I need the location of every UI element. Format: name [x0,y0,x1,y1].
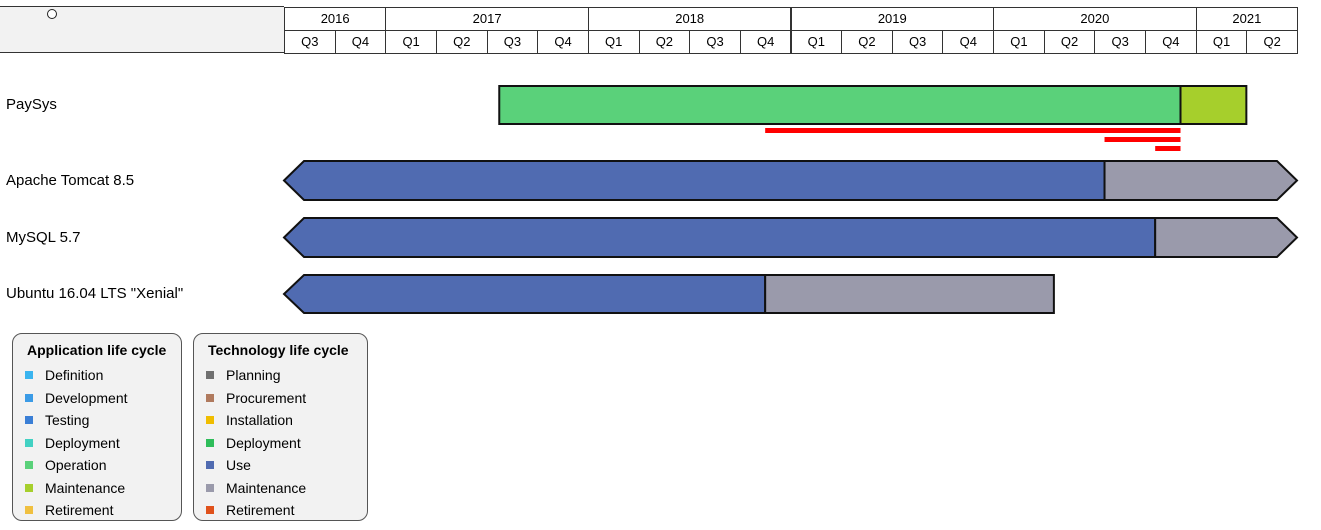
quarter-header: Q2 [841,30,893,54]
legend-label: Operation [45,457,107,474]
legend-item: Retirement [204,499,357,522]
legend-label: Planning [226,367,281,384]
legend-item: Installation [204,409,357,432]
row-label-mysql[interactable]: MySQL 5.7 [6,229,81,246]
legend-swatch [25,371,33,380]
legend-label: Maintenance [226,479,307,496]
quarter-header: Q1 [1195,30,1248,54]
legend-swatch [206,416,214,425]
quarter-header: Q3 [284,30,336,54]
legend-swatch [25,393,33,402]
legend-item: Maintenance [204,477,357,500]
lifecycle-segment-maintenance[interactable] [1154,217,1299,258]
dependency-line [1155,146,1181,151]
legend-item: Testing [23,409,171,432]
legend-label: Retirement [226,502,295,519]
year-header: 2019 [790,7,995,31]
lifecycle-bars [282,85,1299,314]
legend-title: Technology life cycle [208,342,349,358]
lifecycle-segment-use[interactable] [282,274,767,314]
legend-label: Use [226,457,251,474]
legend-item: Use [204,454,357,477]
legend-swatch [206,371,214,380]
quarter-header: Q4 [537,30,589,54]
quarter-header: Q3 [689,30,741,54]
legend-swatch [25,506,33,515]
year-header: 2016 [284,7,387,31]
legend-swatch [25,483,33,492]
lifecycle-segment-maintenance[interactable] [1179,85,1248,125]
legend-swatch [25,461,33,470]
legend-swatch [206,438,214,447]
quarter-header: Q1 [385,30,437,54]
dependency-line [765,128,1181,133]
legend-label: Definition [45,367,104,384]
legend-item: Deployment [23,432,171,455]
legend-title: Application life cycle [27,342,167,358]
legend-label: Installation [226,412,293,429]
quarter-header: Q4 [739,30,792,54]
legend-swatch [206,483,214,492]
legend-swatch [206,506,214,515]
legend-item: Definition [23,364,171,387]
year-header: 2017 [385,7,589,31]
row-label-ubuntu[interactable]: Ubuntu 16.04 LTS "Xenial" [6,285,184,302]
quarter-header: Q4 [334,30,387,54]
legend-label: Procurement [226,389,307,406]
lifecycle-segment-use[interactable] [282,160,1106,201]
lifecycle-segment-maintenance[interactable] [1103,160,1299,201]
legend-item: Procurement [204,387,357,410]
quarter-header: Q2 [638,30,691,54]
quarter-header: Q1 [993,30,1045,54]
row-label-tomcat[interactable]: Apache Tomcat 8.5 [6,172,135,189]
legend-item: Planning [204,364,357,387]
quarter-header: Q1 [790,30,843,54]
legend-item: Deployment [204,432,357,455]
legend-label: Development [45,389,128,406]
dependency-line [1104,137,1181,142]
zoom-handle[interactable] [47,9,57,19]
quarter-header: Q2 [1246,30,1298,54]
legend-item: Maintenance [23,477,171,500]
timeline-corner [0,6,284,53]
legend-label: Testing [45,412,90,429]
quarter-header: Q2 [1043,30,1096,54]
legend-label: Deployment [45,434,120,451]
legend-item: Retirement [23,499,171,522]
legend-label: Retirement [45,502,114,519]
row-label-paysys[interactable]: PaySys [6,96,57,113]
lifecycle-segment-maintenance[interactable] [764,274,1055,314]
legend-item: Development [23,387,171,410]
legend-swatch [206,461,214,470]
quarter-header: Q3 [891,30,944,54]
legend-swatch [206,393,214,402]
legend-swatch [25,438,33,447]
quarter-header: Q3 [1094,30,1147,54]
legend-label: Maintenance [45,479,126,496]
quarter-header: Q1 [587,30,640,54]
legend-label: Deployment [226,434,301,451]
lifecycle-segment-operation[interactable] [498,85,1182,125]
legend-swatch [25,416,33,425]
lifecycle-segment-use[interactable] [282,217,1157,258]
legend-item: Operation [23,454,171,477]
